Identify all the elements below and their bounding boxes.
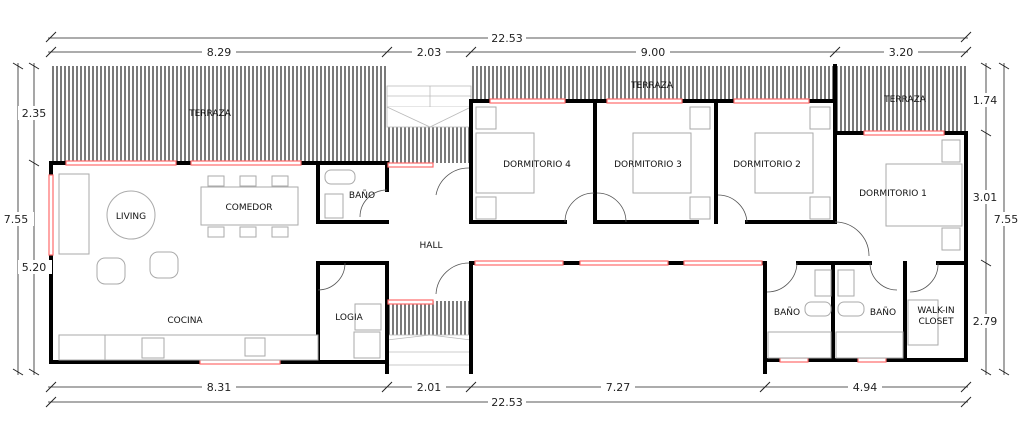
terrace-middle	[471, 66, 835, 101]
sofa	[58, 173, 90, 255]
furniture	[58, 106, 963, 361]
dim-top-total: 22.53	[491, 32, 523, 45]
dim-top: 3.20	[889, 46, 914, 59]
toilet	[324, 169, 356, 185]
label-terraza: TERRAZA	[188, 109, 232, 119]
dim-top: 9.00	[641, 46, 666, 59]
room-labels: TERRAZA TERRAZA TERRAZA BAÑO LIVING COME…	[116, 81, 955, 327]
armchair	[96, 257, 126, 285]
dim-bottom: 7.27	[606, 381, 631, 394]
dim-right-outer: 7.55	[994, 213, 1019, 226]
terrace-stair-bottom	[387, 301, 471, 335]
dim-top: 8.29	[207, 46, 232, 59]
label-dormitorio-1: DORMITORIO 1	[859, 189, 927, 199]
dim-bottom: 2.01	[417, 381, 442, 394]
dim-right-inner: 3.01	[973, 191, 998, 204]
terrace-stair-top	[387, 127, 471, 163]
terrace-left	[51, 66, 387, 163]
stairs-top	[386, 85, 472, 128]
label-logia: LOGIA	[335, 313, 363, 323]
label-comedor: COMEDOR	[225, 203, 272, 213]
dim-left-inner: 5.20	[22, 261, 47, 274]
stairs-bottom	[386, 334, 472, 366]
dim-bottom-total: 22.53	[491, 396, 523, 409]
dim-right-inner: 2.79	[973, 315, 998, 328]
label-walkin: WALK-IN	[917, 306, 954, 316]
dim-right-inner: 1.74	[973, 94, 998, 107]
label-bano: BAÑO	[870, 307, 896, 318]
label-dormitorio-4: DORMITORIO 4	[503, 160, 571, 170]
kitchen-sink	[244, 337, 266, 357]
label-terraza: TERRAZA	[630, 81, 674, 91]
label-dormitorio-2: DORMITORIO 2	[733, 160, 801, 170]
label-bano: BAÑO	[349, 190, 375, 201]
beds	[475, 106, 963, 251]
label-terraza: TERRAZA	[883, 95, 927, 105]
basin	[324, 193, 344, 219]
stove	[141, 337, 165, 359]
label-living: LIVING	[116, 212, 146, 222]
doors	[317, 167, 939, 295]
dim-top: 2.03	[417, 46, 442, 59]
dim-bottom: 4.94	[853, 381, 878, 394]
terrace-right	[835, 66, 966, 133]
label-cocina: COCINA	[167, 316, 203, 326]
windows	[48, 98, 945, 365]
armchair	[149, 251, 179, 279]
dining-table	[200, 186, 299, 226]
dim-bottom: 8.31	[207, 381, 232, 394]
label-hall: HALL	[420, 241, 443, 251]
label-closet: CLOSET	[919, 317, 954, 327]
living-table	[106, 190, 156, 240]
dim-left-outer: 7.55	[4, 213, 29, 226]
label-dormitorio-3: DORMITORIO 3	[614, 160, 682, 170]
washer	[353, 331, 381, 359]
label-bano: BAÑO	[774, 307, 800, 318]
dimension-labels: 22.53 8.29 2.03 9.00 3.20 8.31 2.01 7.27…	[0, 31, 1024, 409]
dim-left-inner: 2.35	[22, 107, 47, 120]
